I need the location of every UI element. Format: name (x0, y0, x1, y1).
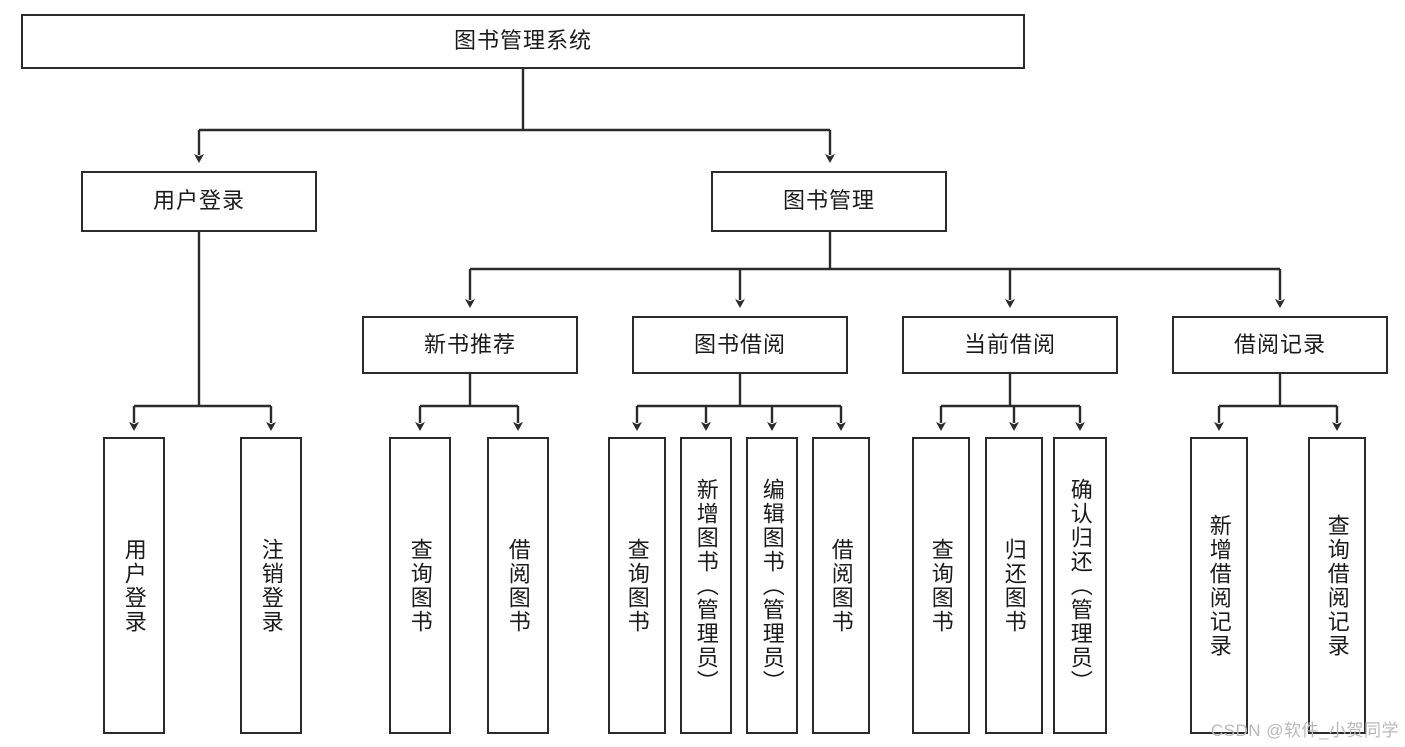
leaf-confirm-return-admin[interactable]: 确认归还（管理员） (1053, 437, 1107, 734)
node-book-borrow[interactable]: 图书借阅 (632, 316, 848, 374)
leaf-borrow-book-label: 借阅图书 (828, 537, 854, 634)
connector-group-book-borrow (632, 374, 846, 431)
connector-group-book-management (465, 232, 1285, 308)
connector-group-root (194, 69, 835, 163)
watermark: CSDN @软件_小贺同学 (1210, 721, 1399, 740)
connector-group-borrow-record (1214, 374, 1342, 431)
node-book-management[interactable]: 图书管理 (711, 171, 947, 232)
node-new-book-recommend-label: 新书推荐 (423, 331, 516, 357)
leaf-query-book-recommend-label: 查询图书 (407, 537, 433, 634)
connector-group-current-borrow (936, 374, 1085, 431)
node-book-borrow-label: 图书借阅 (693, 331, 786, 357)
leaf-add-book-admin-label: 新增图书（管理员） (693, 477, 719, 694)
leaf-query-borrow-record[interactable]: 查询借阅记录 (1308, 437, 1366, 734)
node-book-management-label: 图书管理 (782, 188, 875, 214)
node-current-borrow[interactable]: 当前借阅 (902, 316, 1118, 374)
leaf-edit-book-admin-label: 编辑图书（管理员） (759, 477, 785, 694)
leaf-query-book-current[interactable]: 查询图书 (912, 437, 970, 734)
leaf-edit-book-admin[interactable]: 编辑图书（管理员） (746, 437, 798, 734)
leaf-add-borrow-record[interactable]: 新增借阅记录 (1190, 437, 1248, 734)
leaf-logout-login-label: 注销登录 (258, 537, 284, 634)
node-user-login[interactable]: 用户登录 (81, 171, 317, 232)
leaf-user-login-label: 用户登录 (121, 537, 147, 634)
node-root[interactable]: 图书管理系统 (21, 14, 1025, 69)
leaf-confirm-return-admin-label: 确认归还（管理员） (1067, 477, 1093, 694)
leaf-borrow-book-recommend[interactable]: 借阅图书 (487, 437, 549, 734)
leaf-user-login[interactable]: 用户登录 (103, 437, 165, 734)
node-borrow-record[interactable]: 借阅记录 (1172, 316, 1388, 374)
leaf-query-book-borrow[interactable]: 查询图书 (608, 437, 666, 734)
connector-group-user-login (129, 232, 276, 431)
leaf-borrow-book-recommend-label: 借阅图书 (505, 537, 531, 634)
leaf-add-book-admin[interactable]: 新增图书（管理员） (680, 437, 732, 734)
node-current-borrow-label: 当前借阅 (963, 331, 1056, 357)
leaf-query-book-borrow-label: 查询图书 (624, 537, 650, 634)
leaf-add-borrow-record-label: 新增借阅记录 (1206, 513, 1232, 658)
leaf-return-book-label: 归还图书 (1001, 537, 1027, 634)
leaf-query-book-current-label: 查询图书 (928, 537, 954, 634)
node-new-book-recommend[interactable]: 新书推荐 (362, 316, 578, 374)
leaf-borrow-book[interactable]: 借阅图书 (812, 437, 870, 734)
node-root-label: 图书管理系统 (453, 28, 592, 54)
leaf-return-book[interactable]: 归还图书 (985, 437, 1043, 734)
leaf-query-book-recommend[interactable]: 查询图书 (389, 437, 451, 734)
connector-group-new-book-recommend (415, 374, 523, 431)
leaf-query-borrow-record-label: 查询借阅记录 (1324, 513, 1350, 658)
leaf-logout-login[interactable]: 注销登录 (240, 437, 302, 734)
node-user-login-label: 用户登录 (152, 188, 245, 214)
node-borrow-record-label: 借阅记录 (1233, 331, 1326, 357)
